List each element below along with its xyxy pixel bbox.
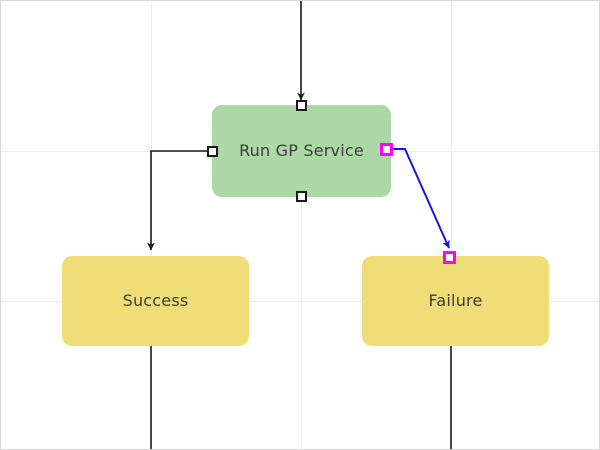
port-run-gp-service-bottom[interactable] <box>296 191 307 202</box>
node-label-failure: Failure <box>428 291 483 310</box>
node-label-run-gp-service: Run GP Service <box>239 141 364 160</box>
node-label-success: Success <box>122 291 189 310</box>
port-run-gp-service-right[interactable] <box>380 143 393 156</box>
node-success[interactable]: Success <box>62 256 249 346</box>
edge-run-gp-to-success[interactable] <box>147 150 207 251</box>
node-failure[interactable]: Failure <box>362 256 549 346</box>
port-failure-top[interactable] <box>443 251 456 264</box>
edge-run-gp-to-failure[interactable] <box>393 148 450 249</box>
node-run-gp-service[interactable]: Run GP Service <box>212 105 391 197</box>
port-run-gp-service-left[interactable] <box>207 146 218 157</box>
port-run-gp-service-top[interactable] <box>296 100 307 111</box>
